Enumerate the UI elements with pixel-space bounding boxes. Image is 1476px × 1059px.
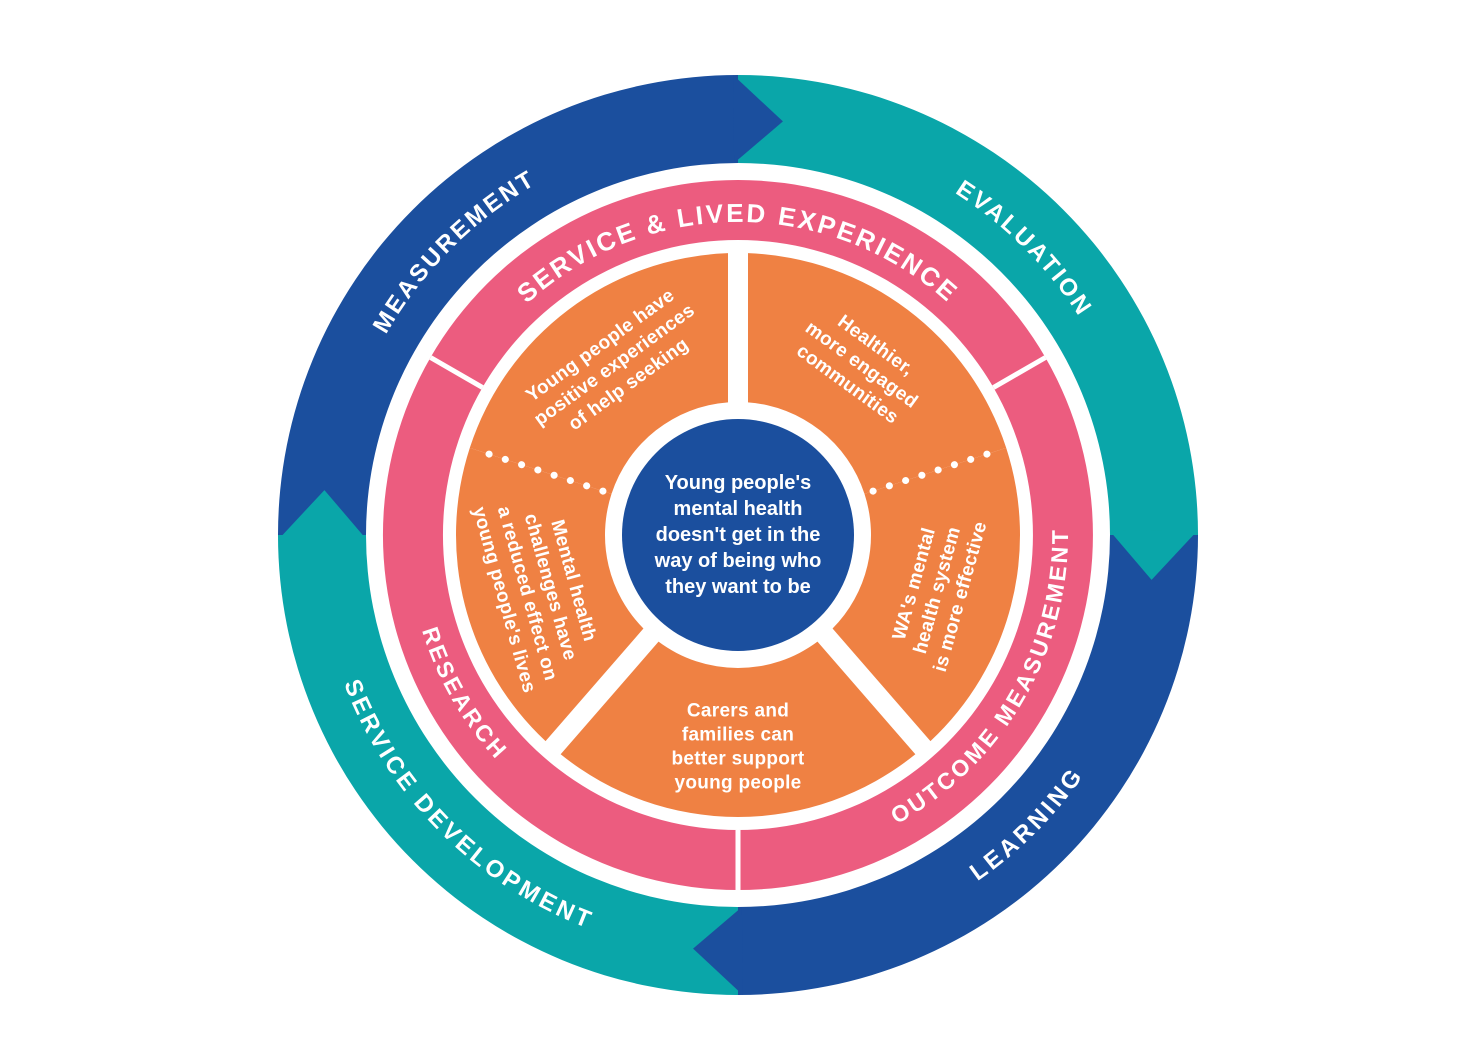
outcome-line: better support <box>672 749 805 770</box>
center-line: mental health <box>674 498 803 520</box>
outcome-sector-top-right <box>748 253 1007 494</box>
center-vision-circle <box>622 419 854 651</box>
outcome-text-bottom: Carers and families can better support y… <box>672 701 805 794</box>
outcome-sector-left <box>455 447 644 742</box>
flow-arrow-icon-top <box>733 75 783 164</box>
flow-arrow-icon-left <box>278 490 367 540</box>
center-line: doesn't get in the <box>656 524 821 546</box>
center-line: they want to be <box>665 576 811 598</box>
flow-arrow-icon-bottom <box>693 906 743 995</box>
middle-ring-divider-lines <box>429 355 1047 890</box>
outer-segment-service-development <box>278 535 738 995</box>
outer-segment-evaluation <box>738 75 1198 535</box>
outcome-sector-bottom <box>560 641 916 817</box>
outcome-sector-right <box>832 447 1021 742</box>
center-line: Young people's <box>665 472 812 494</box>
inner-ring: Young people have positive experiences o… <box>455 253 1021 817</box>
center-vision-text: Young people's mental health doesn't get… <box>654 472 822 598</box>
middle-label-service-lived-experience: SERVICE & LIVED EXPERIENCE <box>511 198 965 309</box>
flow-arrow-icon-right <box>1109 530 1198 580</box>
outcome-sector-top-left <box>469 253 728 494</box>
outcome-line: Carers and <box>687 701 789 722</box>
center-line: way of being who <box>654 550 822 572</box>
outer-segment-measurement <box>278 75 738 535</box>
outcome-line: families can <box>682 725 794 746</box>
outcome-line: young people <box>674 773 801 794</box>
outer-segment-learning <box>738 535 1198 995</box>
dotted-divider-lines <box>470 445 1006 495</box>
